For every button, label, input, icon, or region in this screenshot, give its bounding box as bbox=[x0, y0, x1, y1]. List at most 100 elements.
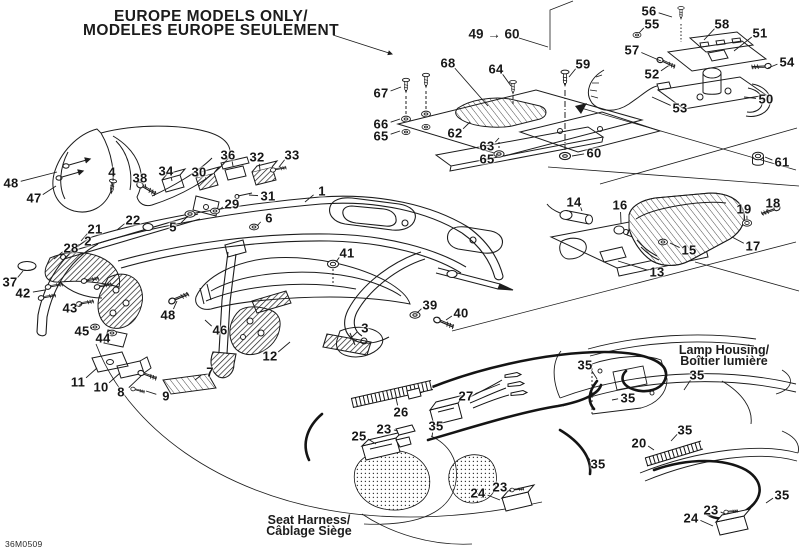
tail-lamp-assembly bbox=[546, 192, 782, 277]
callout-10: 10 bbox=[93, 379, 109, 395]
callout-33: 33 bbox=[284, 147, 300, 163]
callout-24: 24 bbox=[683, 510, 699, 526]
callout-55: 55 bbox=[644, 16, 660, 32]
callout-21: 21 bbox=[87, 221, 103, 237]
callout-6: 6 bbox=[265, 210, 273, 226]
callout-35: 35 bbox=[689, 367, 705, 383]
callout-25: 25 bbox=[351, 428, 367, 444]
callout-37: 37 bbox=[2, 274, 18, 290]
lamp-housing-line-1: Lamp Housing/ bbox=[678, 343, 770, 357]
callout-23: 23 bbox=[492, 479, 508, 495]
callout-51: 51 bbox=[752, 25, 768, 41]
callout-68: 68 bbox=[440, 55, 456, 71]
left-hardware bbox=[17, 252, 217, 395]
callout-12: 12 bbox=[262, 348, 278, 364]
lamp-housing-line-2: Boîtier lumière bbox=[680, 354, 768, 368]
drawing-code: 36M0509 bbox=[5, 539, 43, 549]
callout-31: 31 bbox=[260, 188, 276, 204]
callout-35: 35 bbox=[620, 390, 636, 406]
callout-47: 47 bbox=[26, 190, 42, 206]
callout-44: 44 bbox=[95, 330, 111, 346]
callout-54: 54 bbox=[779, 54, 795, 70]
callout-24: 24 bbox=[470, 485, 486, 501]
callout-60: 60 bbox=[586, 145, 602, 161]
rack-frame bbox=[36, 195, 514, 379]
note-seat-harness: Seat Harness/ Câblage Siège bbox=[248, 513, 370, 538]
callout-17: 17 bbox=[745, 238, 761, 254]
callout-35: 35 bbox=[677, 422, 693, 438]
callout-52: 52 bbox=[644, 66, 660, 82]
callout-5: 5 bbox=[169, 219, 177, 235]
callout-13: 13 bbox=[649, 264, 665, 280]
callout-58: 58 bbox=[714, 16, 730, 32]
backrest-pad bbox=[52, 125, 231, 217]
seat-support bbox=[195, 256, 411, 358]
page-title: EUROPE MODELS ONLY/ MODELES EUROPE SEULE… bbox=[55, 8, 367, 39]
callout-1: 1 bbox=[318, 183, 326, 199]
callout-36: 36 bbox=[220, 147, 236, 163]
callout-39: 39 bbox=[422, 297, 438, 313]
callout-40: 40 bbox=[453, 305, 469, 321]
mounting-plate-assembly bbox=[396, 69, 662, 172]
callout-48: 48 bbox=[3, 175, 19, 191]
callout-4: 4 bbox=[108, 164, 116, 180]
detail-range-label: 49 → 60 bbox=[468, 26, 520, 42]
callout-61: 61 bbox=[774, 154, 790, 170]
callout-41: 41 bbox=[339, 245, 355, 261]
callout-62: 62 bbox=[447, 125, 463, 141]
callout-7: 7 bbox=[206, 364, 214, 380]
callout-30: 30 bbox=[191, 164, 207, 180]
wiring-harness bbox=[304, 350, 761, 536]
rear-rack-ghost bbox=[553, 334, 799, 482]
callout-38: 38 bbox=[132, 170, 148, 186]
note-lamp-housing: Lamp Housing/ Boîtier lumière bbox=[658, 343, 790, 368]
callout-48: 48 bbox=[160, 307, 176, 323]
callout-32: 32 bbox=[249, 149, 265, 165]
callout-34: 34 bbox=[158, 163, 174, 179]
callout-14: 14 bbox=[566, 194, 582, 210]
callout-23: 23 bbox=[703, 502, 719, 518]
callout-59: 59 bbox=[575, 56, 591, 72]
callout-8: 8 bbox=[117, 384, 125, 400]
callout-63: 63 bbox=[479, 138, 495, 154]
callout-57: 57 bbox=[624, 42, 640, 58]
callout-23: 23 bbox=[376, 421, 392, 437]
callout-46: 46 bbox=[212, 322, 228, 338]
callout-56: 56 bbox=[641, 3, 657, 19]
callout-42: 42 bbox=[15, 285, 31, 301]
title-line-1: EUROPE MODELS ONLY/ bbox=[114, 8, 308, 25]
callout-9: 9 bbox=[162, 388, 170, 404]
callout-22: 22 bbox=[125, 212, 141, 228]
seat-harness-line-2: Câblage Siège bbox=[266, 524, 352, 538]
callout-15: 15 bbox=[681, 242, 697, 258]
callout-26: 26 bbox=[393, 404, 409, 420]
callout-35: 35 bbox=[590, 456, 606, 472]
callout-65: 65 bbox=[479, 151, 495, 167]
callout-19: 19 bbox=[736, 201, 752, 217]
callout-11: 11 bbox=[70, 374, 86, 390]
callout-29: 29 bbox=[224, 196, 240, 212]
title-line-2: MODELES EUROPE SEULEMENT bbox=[83, 22, 339, 39]
callout-45: 45 bbox=[74, 323, 90, 339]
callout-2: 2 bbox=[84, 233, 92, 249]
callout-66: 66 bbox=[373, 116, 389, 132]
fastener-row bbox=[107, 156, 456, 330]
callout-35: 35 bbox=[577, 357, 593, 373]
detail-inset-parts bbox=[588, 6, 772, 166]
callout-20: 20 bbox=[631, 435, 647, 451]
callout-35: 35 bbox=[428, 418, 444, 434]
callout-67: 67 bbox=[373, 85, 389, 101]
callout-50: 50 bbox=[758, 91, 774, 107]
callout-43: 43 bbox=[62, 300, 78, 316]
callout-16: 16 bbox=[612, 197, 628, 213]
seat-harness-line-1: Seat Harness/ bbox=[267, 513, 351, 527]
callout-27: 27 bbox=[458, 388, 474, 404]
callout-53: 53 bbox=[672, 100, 688, 116]
callout-65: 65 bbox=[373, 128, 389, 144]
callout-18: 18 bbox=[765, 195, 781, 211]
callout-28: 28 bbox=[63, 240, 79, 256]
